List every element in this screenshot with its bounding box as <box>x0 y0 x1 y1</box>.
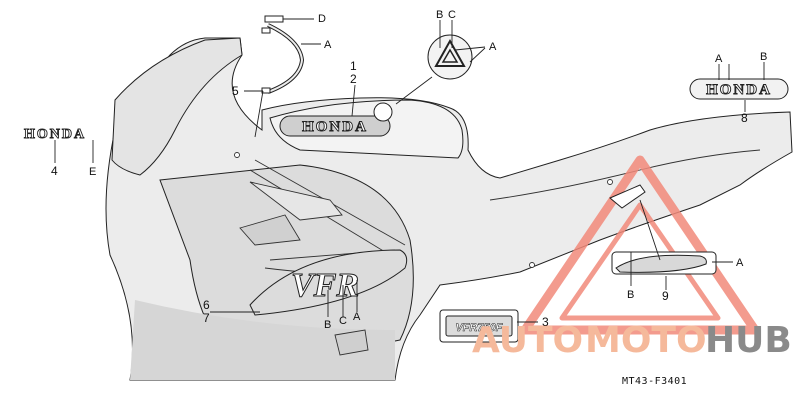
callout-1: 1 <box>350 59 357 73</box>
tail-emblem <box>609 184 646 209</box>
fairing-detail-lines <box>234 149 761 356</box>
left-honda-text: HONDA <box>24 127 86 142</box>
leader-lines <box>54 18 765 323</box>
watermark-hub: HUB <box>705 320 792 361</box>
callout-2: 2 <box>350 72 357 86</box>
watermark-moto: MOTO <box>585 320 707 361</box>
diagram-code: MT43-F3401 <box>622 376 687 387</box>
callout-7: 7 <box>203 311 210 325</box>
callout-b-emblem: B <box>436 9 443 21</box>
vfr750f-text: VFR750F <box>455 322 502 334</box>
callout-5: 5 <box>232 84 239 98</box>
callout-4: 4 <box>51 164 58 178</box>
callout-8: 8 <box>741 111 748 125</box>
callout-3: 3 <box>542 315 549 329</box>
vfr750f-badge: VFR750F <box>439 309 519 343</box>
callout-c-emblem: C <box>448 9 456 21</box>
tank-honda-text: HONDA <box>302 119 368 135</box>
callout-a-bracket: A <box>324 39 332 51</box>
watermark-text: AUTO MOTO HUB <box>472 320 792 361</box>
callout-a-tail: A <box>736 257 744 269</box>
callout-a-vfr: A <box>353 311 361 323</box>
callout-a-right-honda: A <box>715 53 723 65</box>
tank-emblem <box>395 34 473 105</box>
tail-logo-decal <box>611 251 717 275</box>
callout-9: 9 <box>662 289 669 303</box>
right-honda-decal: HONDA <box>689 78 789 100</box>
callout-b-right-honda: B <box>760 51 767 63</box>
vfr-logo-text: VFR <box>291 267 359 304</box>
left-honda-decal: HONDA <box>23 127 86 143</box>
headlight-trim-bracket <box>261 15 305 94</box>
callout-6: 6 <box>203 298 210 312</box>
tank-honda-decal: HONDA <box>279 102 393 137</box>
callout-c-vfr: C <box>339 315 347 327</box>
callout-b-tail: B <box>627 289 634 301</box>
watermark-auto: AUTO <box>472 320 583 361</box>
callout-b-vfr: B <box>324 319 331 331</box>
callout-labels: D A 5 1 2 B C A A B 8 4 E 6 7 B C A 3 A … <box>51 9 767 331</box>
right-honda-text: HONDA <box>706 82 772 98</box>
callout-a-emblem: A <box>489 41 497 53</box>
vfr-fairing-logo: VFR <box>249 249 408 316</box>
callout-d-bracket: D <box>318 13 326 25</box>
callout-e: E <box>89 166 96 178</box>
